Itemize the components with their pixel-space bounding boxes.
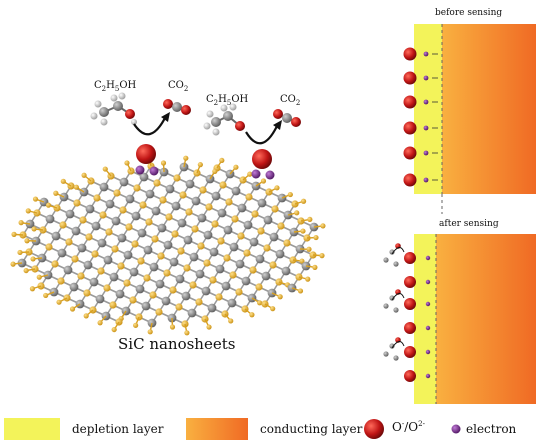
ethanol-label-left: C2H5OH [94, 80, 137, 93]
co2-label-right: CO2 [280, 94, 301, 107]
ethanol-molecule-left [90, 92, 137, 126]
ethanol-label-right: C2H5OH [206, 94, 249, 107]
legend-depletion-label: depletion layer [72, 422, 164, 436]
legend-oxygen-label: O-/O2- [392, 420, 425, 434]
co2-molecule-left [163, 99, 191, 115]
adsorbed-oxygen-right [251, 149, 275, 180]
ethanol-molecule-right [203, 103, 245, 136]
co2-label-left: CO2 [168, 80, 189, 93]
before-sensing-panel [403, 24, 536, 194]
reaction-arrow-right [245, 120, 282, 145]
legend-conducting-label: conducting layer [260, 422, 363, 436]
co2-molecule-right [273, 109, 301, 127]
sic-nanosheets-label: SiC nanosheets [118, 335, 236, 353]
legend-electron-label: electron [466, 422, 517, 436]
sic-nanosheet-lattice [10, 154, 326, 336]
depletion-layer-before [414, 24, 442, 194]
after-sensing-panel [383, 234, 536, 404]
legend-depletion-swatch [4, 418, 60, 440]
after-sensing-title: after sensing [439, 219, 499, 229]
legend-oxygen-icon [364, 419, 384, 439]
depletion-layer-after [414, 234, 436, 404]
conducting-layer-before [442, 24, 536, 194]
legend-conducting-swatch [186, 418, 248, 440]
conducting-layer-after [436, 234, 536, 404]
reaction-arrow-left [133, 112, 170, 136]
legend-electron-icon [451, 424, 461, 434]
adsorbed-oxygen-left [135, 144, 159, 176]
before-sensing-title: before sensing [435, 8, 503, 18]
